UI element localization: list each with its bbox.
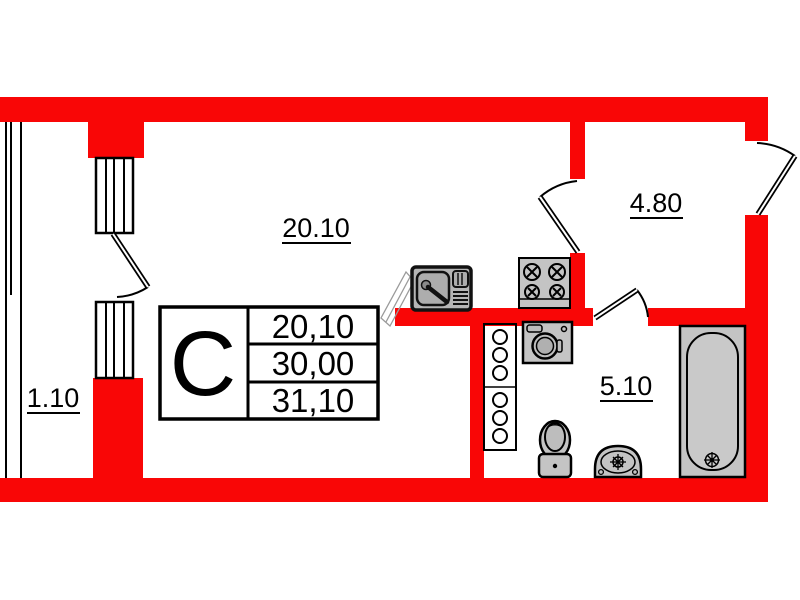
burners bbox=[523, 263, 566, 300]
legend-type-label: C bbox=[170, 313, 236, 415]
hall-label: 4.80 bbox=[630, 188, 683, 218]
hall-partition-upper bbox=[570, 122, 585, 179]
balcony-window-upper-icon bbox=[94, 156, 135, 235]
faucet-symbol bbox=[610, 454, 626, 470]
walls bbox=[0, 97, 768, 502]
right-wall-upper bbox=[745, 122, 768, 141]
legend-area-total: 30,00 bbox=[272, 345, 355, 382]
room-labels: 20.10 4.80 5.10 1.10 bbox=[27, 188, 683, 414]
top-wall bbox=[0, 97, 768, 122]
bathtub-icon bbox=[678, 324, 747, 479]
balcony-window-lower-icon bbox=[94, 300, 135, 380]
kitchen-sink-icon bbox=[410, 265, 473, 312]
bathroom-partition-top bbox=[648, 308, 745, 326]
hall-door-icon bbox=[537, 180, 581, 254]
balcony-label: 1.10 bbox=[27, 383, 80, 413]
legend-table: C 20,10 30,00 31,10 bbox=[158, 305, 380, 421]
legend-area-living: 20,10 bbox=[272, 308, 355, 345]
stove-icon bbox=[518, 257, 571, 309]
balcony-door-icon bbox=[110, 232, 151, 298]
bathroom-door-icon bbox=[593, 287, 649, 321]
ventilation-shaft-icon bbox=[483, 323, 517, 451]
toilet-icon bbox=[537, 419, 573, 479]
balcony-rail-lines bbox=[5, 122, 22, 478]
bottom-wall bbox=[0, 478, 768, 502]
legend-border bbox=[158, 305, 380, 421]
balcony-pillar-upper bbox=[88, 122, 144, 158]
washbasin-icon bbox=[593, 444, 643, 479]
hall-partition-lower bbox=[570, 253, 585, 310]
legend-area-full: 31,10 bbox=[272, 382, 355, 419]
right-wall-lower bbox=[745, 215, 768, 502]
balcony-pillar-lower bbox=[93, 378, 143, 478]
drain-symbol bbox=[704, 452, 720, 468]
entrance-door-icon bbox=[755, 142, 798, 216]
washing-machine-icon bbox=[521, 320, 574, 365]
bathroom-label: 5.10 bbox=[600, 371, 653, 401]
bathroom-partition-left bbox=[470, 326, 484, 478]
living-room-label: 20.10 bbox=[282, 213, 350, 243]
